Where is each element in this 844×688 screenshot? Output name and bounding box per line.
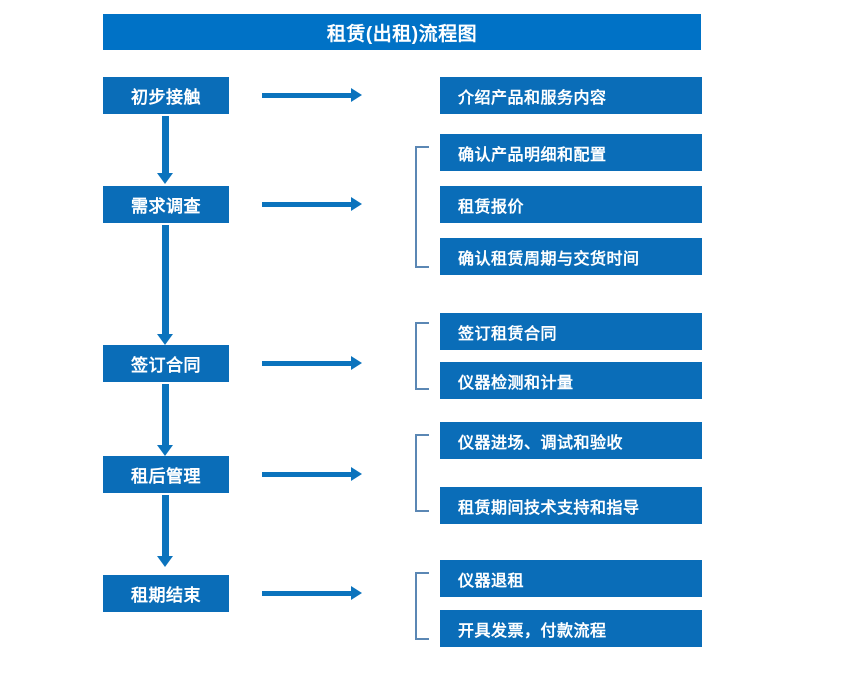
detail-box-sign-lease-agreement[interactable]: 签订租赁合同 xyxy=(440,313,702,350)
arrow-stage-4-to-stage-5 xyxy=(157,495,173,567)
detail-box-rental-quote[interactable]: 租赁报价 xyxy=(440,186,702,223)
arrow-head xyxy=(351,197,362,211)
arrow-shaft xyxy=(262,202,352,207)
arrow-shaft xyxy=(262,591,352,596)
arrow-shaft xyxy=(162,384,169,445)
group-bracket-post-rental xyxy=(415,434,429,512)
arrow-head xyxy=(157,334,173,345)
detail-box-instrument-return[interactable]: 仪器退租 xyxy=(440,560,702,597)
arrow-stage-3-to-details xyxy=(262,356,362,370)
arrow-shaft xyxy=(262,361,352,366)
arrow-shaft xyxy=(162,116,169,173)
arrow-shaft xyxy=(162,225,169,334)
arrow-stage-2-to-details xyxy=(262,197,362,211)
stage-box-needs-survey[interactable]: 需求调查 xyxy=(103,186,229,223)
arrow-head xyxy=(351,586,362,600)
group-bracket-sign-contract xyxy=(415,322,429,390)
stage-box-initial-contact[interactable]: 初步接触 xyxy=(103,77,229,114)
arrow-head xyxy=(351,88,362,102)
diagram-title: 租赁(出租)流程图 xyxy=(103,14,701,50)
arrow-shaft xyxy=(262,472,352,477)
arrow-shaft xyxy=(162,495,169,556)
stage-box-sign-contract[interactable]: 签订合同 xyxy=(103,345,229,382)
arrow-stage-3-to-stage-4 xyxy=(157,384,173,456)
detail-box-technical-support[interactable]: 租赁期间技术支持和指导 xyxy=(440,487,702,524)
arrow-head xyxy=(157,556,173,567)
arrow-shaft xyxy=(262,93,352,98)
detail-box-delivery-debug-acceptance[interactable]: 仪器进场、调试和验收 xyxy=(440,422,702,459)
detail-box-confirm-spec[interactable]: 确认产品明细和配置 xyxy=(440,134,702,171)
arrow-stage-4-to-details xyxy=(262,467,362,481)
arrow-head xyxy=(157,173,173,184)
arrow-head xyxy=(351,356,362,370)
arrow-stage-2-to-stage-3 xyxy=(157,225,173,345)
group-bracket-needs-survey xyxy=(415,146,429,268)
detail-box-invoice-payment[interactable]: 开具发票，付款流程 xyxy=(440,610,702,647)
arrow-head xyxy=(157,445,173,456)
group-bracket-lease-end xyxy=(415,572,429,640)
arrow-stage-1-to-stage-2 xyxy=(157,116,173,184)
arrow-stage-1-to-details xyxy=(262,88,362,102)
detail-box-instrument-inspection[interactable]: 仪器检测和计量 xyxy=(440,362,702,399)
stage-box-lease-end[interactable]: 租期结束 xyxy=(103,575,229,612)
arrow-head xyxy=(351,467,362,481)
stage-box-post-rental-management[interactable]: 租后管理 xyxy=(103,456,229,493)
arrow-stage-5-to-details xyxy=(262,586,362,600)
detail-box-intro-products[interactable]: 介绍产品和服务内容 xyxy=(440,77,702,114)
detail-box-confirm-period-delivery[interactable]: 确认租赁周期与交货时间 xyxy=(440,238,702,275)
